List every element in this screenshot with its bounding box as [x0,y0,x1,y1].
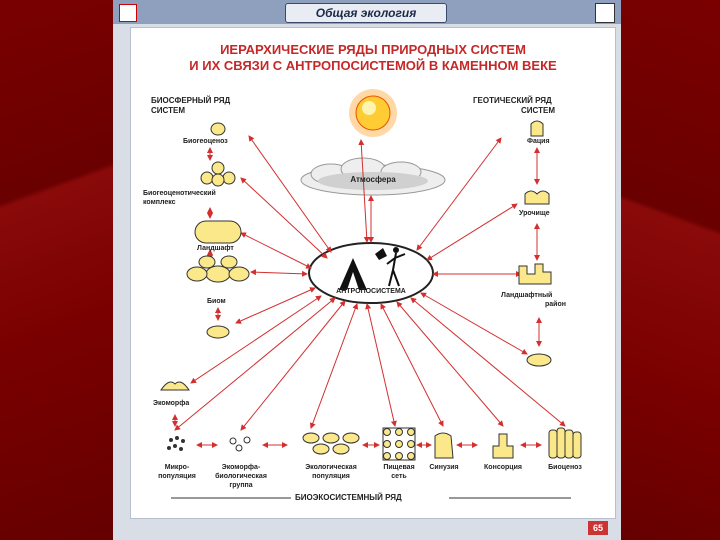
ecomorph-group-label-3: группа [229,482,253,489]
ecomorph-group-label-2: биологическая [215,473,267,480]
facies-label: Фация [527,138,550,145]
micropopulation-label-2: популяция [158,473,196,480]
right-column-arrows [534,147,542,347]
food-web-label-2: сеть [391,473,407,480]
diagram-panel: ИЕРАРХИЧЕСКИЕ РЯДЫ ПРИРОДНЫХ СИСТЕМ И ИХ… [130,27,616,519]
slide-header: Общая экология [113,0,621,24]
bottom-row-nodes [167,427,582,461]
urochishche-label: Урочище [519,210,550,217]
biocenotic-complex-label-2: комплекс [143,199,176,206]
consortium-node [492,433,514,459]
anthroposystem-label: АНТРОПОСИСТЕМА [336,288,406,295]
page-number: 65 [588,521,608,535]
small-node-left [206,325,230,339]
logo-right-icon [595,3,615,23]
background-right-panel [621,0,720,540]
biosphere-row-header-1: БИОСФЕРНЫЙ РЯД [151,96,231,105]
biocenotic-complex-node [200,161,236,187]
sun-icon [349,89,397,137]
bioecosystem-row-header: БИОЭКОСИСТЕМНЫЙ РЯД [295,493,402,502]
diagram-canvas [160,89,582,499]
consortium-label: Консорция [484,464,522,471]
ecomorph-label: Экоморфа [153,400,190,407]
atmosphere-label: Атмосфера [350,175,396,184]
diagram-title-line-1: ИЕРАРХИЧЕСКИЕ РЯДЫ ПРИРОДНЫХ СИСТЕМ [220,42,526,57]
ecological-population-node [302,432,360,455]
ecological-population-label-2: популяция [312,473,350,480]
logo-left-icon [119,4,137,22]
biome-node [186,255,250,283]
biocenotic-complex-label-1: Биогеоценотический [143,190,216,197]
small-node-right [526,353,552,367]
geotic-row-header-2: СИСТЕМ [521,106,555,115]
landscape-district-label-1: Ландшафтный [501,292,553,299]
left-column-nodes [160,122,250,391]
facies-node [530,120,544,137]
ecomorph-node [160,381,190,391]
landscape-district-label-2: район [545,301,566,308]
left-column-arrows [172,147,221,427]
food-web-node [382,427,416,461]
biogeocenosis-label: Биогеоценоз [183,138,228,145]
landscape-district-node [518,263,552,285]
landscape-node [194,220,242,244]
biocenosis-label: Биоценоз [548,464,582,471]
background-left-panel [0,0,113,540]
slide-header-title: Общая экология [285,3,447,23]
micropopulation-node [167,436,185,451]
ecomorph-group-label-1: Экоморфа- [221,464,261,471]
urochishche-node [524,190,550,205]
food-web-label-1: Пищевая [383,464,415,471]
connector-lines [174,135,566,431]
geotic-row-header-1: ГЕОТИЧЕСКИЙ РЯД [473,96,552,105]
right-column-nodes [518,120,552,367]
biocenosis-node [548,427,582,459]
biogeocenosis-node [210,122,226,136]
synusia-label: Синузия [429,464,459,471]
biosphere-row-header-2: СИСТЕМ [151,106,185,115]
diagram-title-line-2: И ИХ СВЯЗИ С АНТРОПОСИСТЕМОЙ В КАМЕННОМ … [189,58,557,73]
landscape-label: Ландшафт [197,245,234,252]
biome-label: Биом [207,298,226,305]
micropopulation-label-1: Микро- [164,464,190,471]
ecomorph-group-node [229,436,251,452]
ecological-population-label-1: Экологическая [305,464,357,471]
synusia-node [434,432,454,459]
